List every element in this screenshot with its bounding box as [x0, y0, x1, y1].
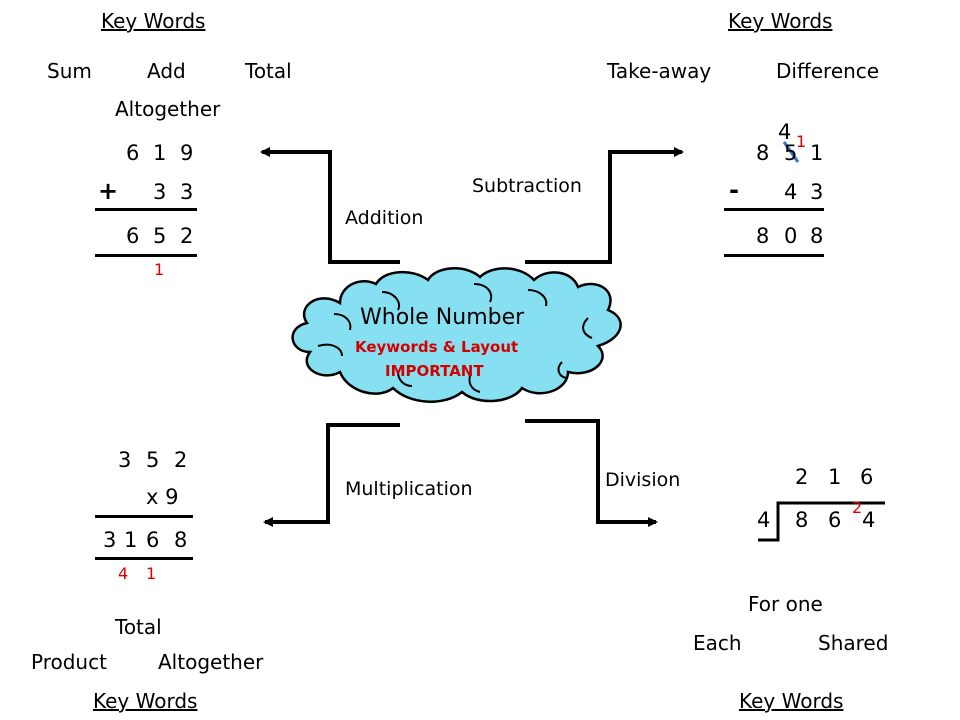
- addition-bottom-digit: 3: [153, 180, 167, 204]
- division-arrow: [525, 419, 658, 527]
- division-dividend-digit: 4: [862, 508, 876, 532]
- subtraction-bottom-digit: 4: [784, 180, 798, 204]
- plus-sign: +: [98, 177, 119, 205]
- addition-carry: 1: [154, 260, 165, 279]
- multiplication-result-digit: 6: [146, 528, 160, 552]
- multiplication-key-words-heading: Key Words: [93, 689, 198, 713]
- multiplication-arrow: [263, 423, 400, 527]
- addition-bottom-digit: 3: [180, 180, 194, 204]
- subtraction-top-digit: 8: [756, 141, 770, 165]
- strike-mark: [782, 141, 800, 163]
- division-key-words-heading: Key Words: [739, 689, 844, 713]
- addition-result-digit: 5: [153, 224, 167, 248]
- multiplication-top-digit: 3: [118, 448, 132, 472]
- division-quotient-digit: 2: [795, 465, 809, 489]
- addition-word-sum: Sum: [47, 59, 92, 83]
- center-important: IMPORTANT: [385, 362, 484, 380]
- multiplication-word-total: Total: [115, 615, 162, 639]
- addition-bar-top: [95, 208, 197, 211]
- subtraction-result-digit: 8: [756, 224, 770, 248]
- addition-bar-bottom: [95, 254, 197, 257]
- multiplication-top-digit: 5: [146, 448, 160, 472]
- subtraction-key-words-heading: Key Words: [728, 9, 833, 33]
- subtraction-top-digit: 1: [810, 141, 824, 165]
- subtraction-borrow-carry: 1: [796, 132, 807, 151]
- division-word-each: Each: [693, 631, 742, 655]
- subtraction-bar-bottom: [724, 254, 824, 257]
- multiplication-label: Multiplication: [345, 478, 473, 500]
- multiplication-word-product: Product: [31, 650, 107, 674]
- division-dividend-digit: 6: [828, 508, 842, 532]
- multiplier: x 9: [146, 485, 179, 509]
- addition-top-digit: 1: [153, 141, 167, 165]
- addition-word-altogether: Altogether: [115, 97, 221, 121]
- division-word-for-one: For one: [748, 592, 823, 616]
- addition-arrow: [260, 147, 400, 264]
- multiplication-result-digit: 3: [103, 528, 117, 552]
- multiplication-top-digit: 2: [174, 448, 188, 472]
- subtraction-bottom-digit: 3: [810, 180, 824, 204]
- addition-label: Addition: [345, 207, 424, 229]
- division-quotient-digit: 6: [860, 465, 874, 489]
- minus-sign: -: [729, 176, 739, 204]
- multiplication-result-digit: 1: [124, 528, 138, 552]
- center-subtitle: Keywords & Layout: [355, 338, 519, 356]
- division-quotient-digit: 1: [828, 465, 842, 489]
- subtraction-result-digit: 0: [784, 224, 798, 248]
- addition-word-total: Total: [245, 59, 292, 83]
- subtraction-label: Subtraction: [472, 175, 582, 197]
- addition-word-add: Add: [147, 59, 186, 83]
- addition-result-digit: 6: [126, 224, 140, 248]
- division-divisor: 4: [757, 508, 771, 532]
- multiplication-carry: 4: [118, 564, 129, 583]
- division-label: Division: [605, 469, 681, 491]
- division-word-shared: Shared: [818, 631, 889, 655]
- multiplication-bar-bottom: [95, 557, 193, 560]
- subtraction-word-take-away: Take-away: [607, 59, 712, 83]
- division-bracket: [758, 501, 885, 542]
- multiplication-result-digit: 8: [174, 528, 188, 552]
- multiplication-word-altogether: Altogether: [158, 650, 264, 674]
- addition-top-digit: 9: [180, 141, 194, 165]
- division-carry: 2: [852, 498, 863, 517]
- subtraction-word-difference: Difference: [776, 59, 880, 83]
- addition-key-words-heading: Key Words: [101, 9, 206, 33]
- subtraction-top-digit: 5: [784, 141, 798, 165]
- subtraction-arrow: [525, 147, 684, 264]
- multiplication-bar-top: [95, 515, 193, 518]
- center-cloud: [291, 267, 622, 403]
- subtraction-result-digit: 8: [810, 224, 824, 248]
- subtraction-bar-top: [724, 208, 824, 211]
- multiplication-carry: 1: [146, 564, 157, 583]
- subtraction-borrow-new: 4: [778, 120, 792, 144]
- addition-result-digit: 2: [180, 224, 194, 248]
- addition-top-digit: 6: [126, 141, 140, 165]
- center-title: Whole Number: [360, 305, 525, 330]
- division-dividend-digit: 8: [795, 508, 809, 532]
